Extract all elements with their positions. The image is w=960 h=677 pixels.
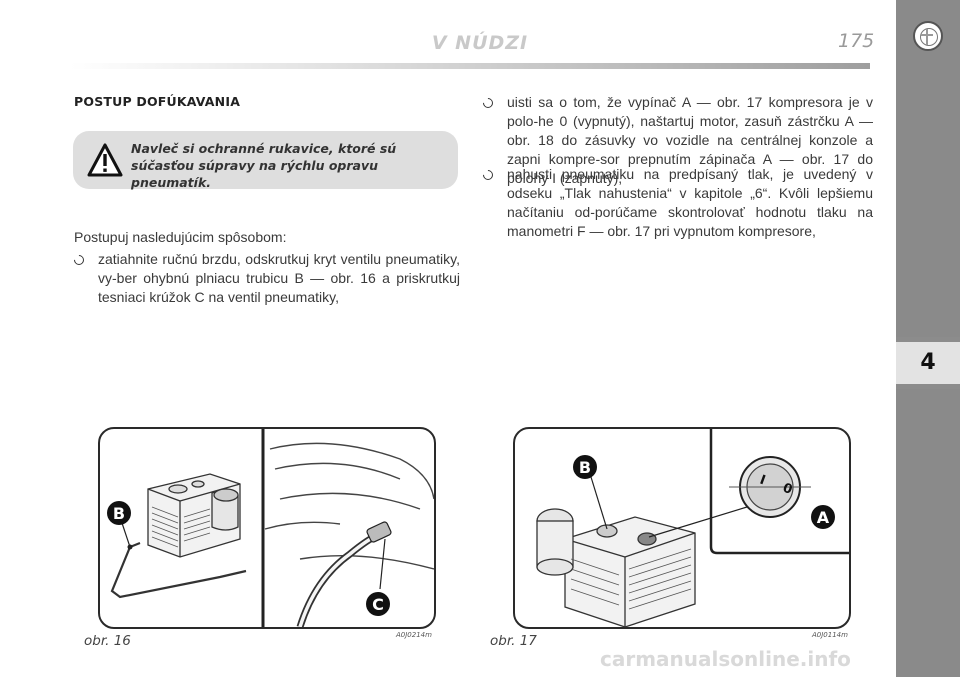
header-rule <box>70 63 870 69</box>
figure-16: B C <box>98 427 436 629</box>
list-item-text: uisti sa o tom, že vypínač A — obr. 17 k… <box>507 94 873 186</box>
list-item-text: zatiahnite ručnú brzdu, odskrutkuj kryt … <box>98 251 460 305</box>
watermark: carmanualsonline.info <box>600 647 851 671</box>
figure-17-label-b: B <box>579 458 591 477</box>
figure-16-caption: obr. 16 <box>84 633 131 649</box>
sidebar-top-block <box>896 0 960 337</box>
figure-17-illustration: I 0 A B <box>536 429 849 627</box>
sidebar-bottom-block <box>896 389 960 677</box>
warning-box: Navleč si ochranné rukavice, ktoré sú sú… <box>73 131 458 190</box>
bullet-icon <box>480 95 496 111</box>
figure-16-label-c: C <box>372 595 384 614</box>
switch-on-label: I <box>758 473 768 489</box>
figure-16-code: A0J0214m <box>396 631 432 639</box>
figure-17-code: A0J0114m <box>812 631 848 639</box>
chapter-sidebar: 4 <box>896 0 960 677</box>
figure-16-illustration: B C <box>107 429 434 627</box>
chapter-tab[interactable]: 4 <box>896 342 960 384</box>
chapter-number: 4 <box>920 350 936 375</box>
intro-text: Postupuj nasledujúcim spôsobom: <box>74 229 287 245</box>
figure-17-caption: obr. 17 <box>490 633 537 649</box>
figure-16-label-b: B <box>113 504 125 523</box>
page-header-title: V NÚDZI <box>431 32 529 54</box>
warning-text: Navleč si ochranné rukavice, ktoré sú sú… <box>131 141 397 190</box>
brand-logo-icon <box>913 21 943 51</box>
figure-17-label-a: A <box>817 508 830 527</box>
page-number: 175 <box>838 30 875 52</box>
bullet-icon <box>71 252 87 268</box>
list-item-text: nahusti pneumatiku na predpísaný tlak, j… <box>507 166 873 239</box>
figure-17: I 0 A B <box>513 427 851 629</box>
section-title: POSTUP DOFÚKAVANIA <box>74 94 241 109</box>
warning-triangle-icon <box>87 143 123 177</box>
bullet-icon <box>480 167 496 183</box>
